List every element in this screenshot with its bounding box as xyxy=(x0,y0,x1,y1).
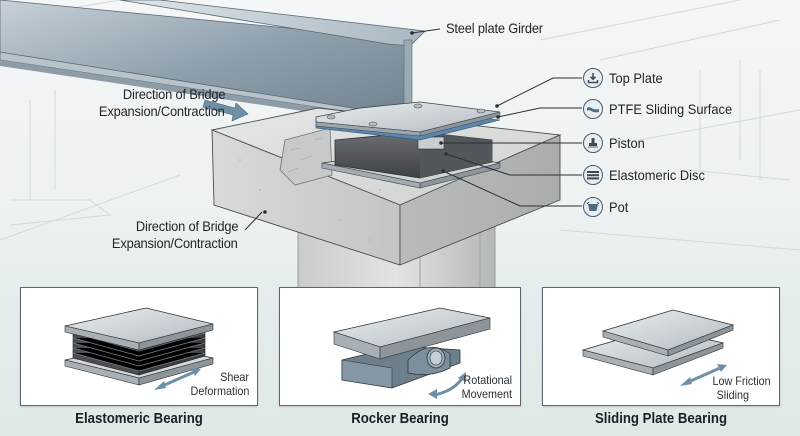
layers-icon xyxy=(583,165,603,185)
pot-icon xyxy=(583,197,603,217)
callout-top-plate: Top Plate xyxy=(583,67,667,89)
leader-lines xyxy=(244,28,582,231)
direction-arrow xyxy=(202,99,249,122)
sliding-note-line2: Sliding xyxy=(716,388,749,402)
elastomeric-note-line2: Deformation xyxy=(190,384,249,398)
component-label: Top Plate xyxy=(609,70,663,86)
sliding-plate-bearing-illustration xyxy=(581,309,735,386)
rocker-bearing-title: Rocker Bearing xyxy=(351,410,449,427)
direction-label-top-line2: Expansion/Contraction xyxy=(99,103,225,119)
rocker-note-line2: Movement xyxy=(461,387,512,401)
direction-label-bottom-line2: Expansion/Contraction xyxy=(112,235,238,251)
sliding-note-line1: Low Friction xyxy=(712,374,771,388)
rocker-note-line1: Rotational xyxy=(463,373,512,387)
background-sketch xyxy=(0,0,800,251)
panel-rocker-bearing: Rotational Movement xyxy=(279,287,521,406)
double-arrow-icon xyxy=(154,368,201,390)
component-label: PTFE Sliding Surface xyxy=(609,101,733,117)
elastomeric-bearing-title: Elastomeric Bearing xyxy=(75,410,203,427)
panel-elastomeric-bearing: Shear Deformation xyxy=(20,287,258,406)
elastomeric-bearing-illustration xyxy=(64,307,214,390)
callout-ptfe-sliding-surface: PTFE Sliding Surface xyxy=(583,98,743,120)
wave-icon xyxy=(583,99,603,119)
panel-sliding-plate-bearing: Low Friction Sliding xyxy=(542,287,780,406)
pot-bearing-assembly xyxy=(315,101,501,189)
component-label: Piston xyxy=(609,135,645,151)
double-arrow-icon xyxy=(680,364,727,386)
callout-elastomeric-disc: Elastomeric Disc xyxy=(583,164,713,186)
direction-label-bottom-line1: Direction of Bridge xyxy=(135,218,239,234)
direction-label-top-line1: Direction of Bridge xyxy=(122,86,226,102)
callout-pot: Pot xyxy=(583,196,630,218)
callout-piston: Piston xyxy=(583,132,648,154)
rocker-bearing-illustration xyxy=(332,307,491,399)
rotation-arrow-icon xyxy=(428,372,466,399)
download-tray-icon xyxy=(583,68,603,88)
sliding-plate-bearing-title: Sliding Plate Bearing xyxy=(594,410,728,427)
piston-icon xyxy=(583,133,603,153)
elastomeric-note-line1: Shear xyxy=(220,370,249,384)
component-label: Elastomeric Disc xyxy=(609,167,705,183)
girder-label: Steel plate Girder xyxy=(446,20,543,36)
component-label: Pot xyxy=(609,199,629,215)
leader-dots xyxy=(263,31,500,214)
